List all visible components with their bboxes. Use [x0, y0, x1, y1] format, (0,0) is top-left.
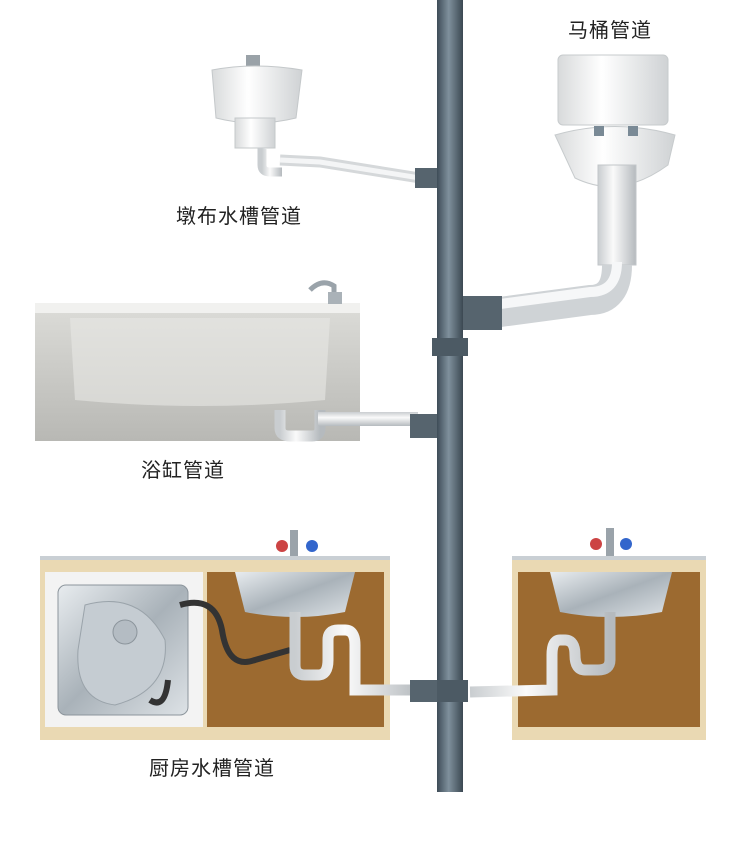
toilet-pipe-label: 马桶管道	[568, 18, 652, 42]
left-kitchen-cabinet	[40, 530, 437, 740]
mop-sink	[211, 55, 437, 188]
bathtub-pipe-label: 浴缸管道	[141, 458, 225, 482]
bathtub	[35, 280, 437, 442]
mop-sink-pipe-label: 墩布水槽管道	[176, 204, 302, 228]
right-kitchen-cabinet	[469, 528, 706, 740]
main-stack-pipe	[432, 0, 468, 792]
kitchen-sink-pipe-label: 厨房水槽管道	[149, 756, 275, 780]
toilet	[462, 54, 676, 330]
